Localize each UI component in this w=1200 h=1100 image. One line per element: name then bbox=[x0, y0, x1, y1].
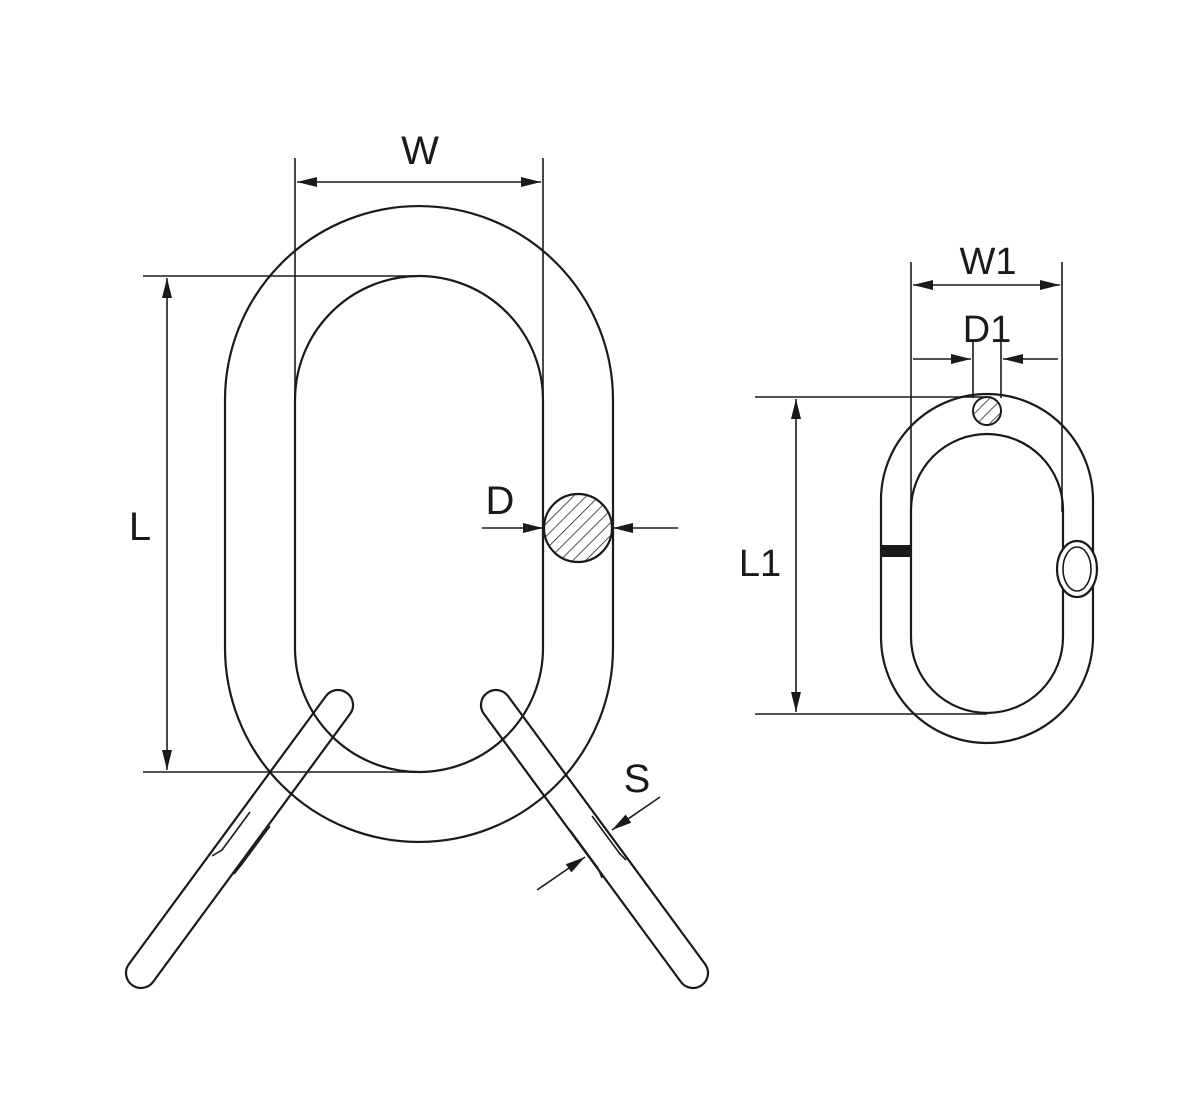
sub-link-right-body bbox=[479, 688, 710, 990]
dimension-d1: D1 bbox=[913, 309, 1058, 398]
s-label: S bbox=[624, 757, 651, 801]
dimension-w1: W1 bbox=[910, 241, 1063, 512]
sub-link-left-weld-inner bbox=[233, 825, 271, 875]
sub-link-right-weld-inner bbox=[569, 829, 603, 879]
cross-section-d1 bbox=[972, 396, 1002, 426]
dimension-d: D bbox=[482, 479, 678, 533]
connector-boss-inner bbox=[1062, 546, 1092, 592]
s-arrow-lower bbox=[536, 856, 586, 891]
l-label: L bbox=[129, 505, 151, 549]
sub-link-left-weld-outer bbox=[211, 811, 251, 857]
dimension-w: W bbox=[294, 129, 544, 400]
cross-section-d bbox=[542, 492, 614, 564]
hatched-section-small bbox=[972, 396, 1002, 426]
d1-label: D1 bbox=[963, 309, 1012, 351]
master-link-inner-contour bbox=[293, 274, 545, 774]
dimension-s: S bbox=[536, 757, 661, 891]
oval-link bbox=[879, 392, 1099, 745]
w-label: W bbox=[401, 129, 439, 173]
l1-label: L1 bbox=[739, 543, 781, 585]
dimension-l1: L1 bbox=[739, 396, 987, 715]
sub-link-left-body bbox=[124, 688, 355, 990]
master-link-outer-contour bbox=[223, 204, 615, 844]
s-arrow-upper bbox=[611, 796, 661, 831]
d-label: D bbox=[486, 479, 515, 523]
sub-link-right bbox=[479, 688, 710, 990]
master-link bbox=[223, 204, 615, 844]
sub-link-left bbox=[124, 688, 355, 990]
w1-label: W1 bbox=[960, 241, 1017, 283]
dimension-l: L bbox=[129, 275, 419, 773]
oval-link-outer-contour bbox=[879, 392, 1095, 745]
weld-mark bbox=[882, 545, 911, 557]
oval-link-inner-contour bbox=[909, 432, 1065, 715]
sub-link-right-weld-outer bbox=[591, 815, 627, 861]
hatched-section-circle bbox=[542, 492, 614, 564]
